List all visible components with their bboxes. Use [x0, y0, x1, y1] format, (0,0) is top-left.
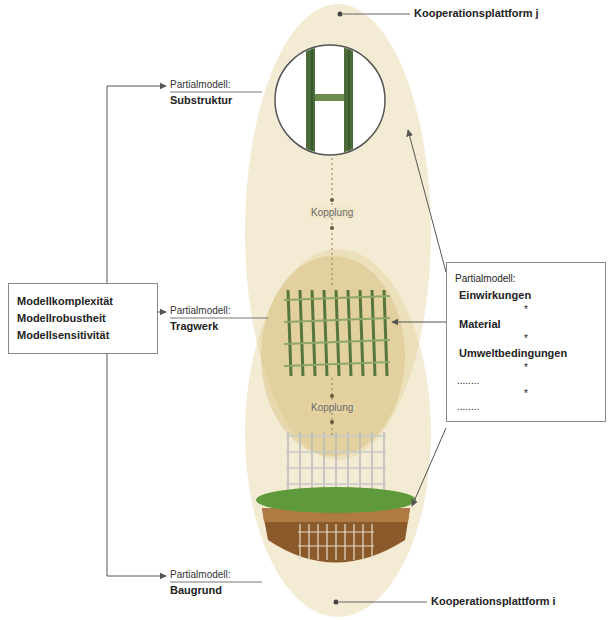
building-column	[287, 432, 289, 496]
leader-line	[339, 602, 427, 603]
box-heading: Partialmodell:	[455, 271, 597, 287]
building-floor	[286, 435, 386, 437]
structure-frame	[284, 290, 390, 496]
pile	[335, 524, 336, 560]
leader-line	[343, 14, 410, 15]
partial-model-label: Partialmodell: Baugrund	[166, 568, 235, 597]
building-column	[311, 432, 313, 496]
leader-dot	[338, 12, 343, 17]
structure-beam	[284, 296, 390, 300]
model-caption: Partialmodell:	[170, 568, 231, 581]
model-item: Material	[455, 316, 597, 332]
coupling-dot	[330, 226, 334, 230]
model-caption: Partialmodell:	[170, 304, 231, 317]
criterion: Modellrobustheit	[17, 310, 149, 327]
pointer-arrow	[392, 322, 446, 323]
building-column	[323, 432, 325, 496]
pile-cap	[298, 532, 374, 533]
coupling-zone	[261, 256, 405, 456]
pile-cap	[298, 546, 374, 547]
criterion: Modellkomplexität	[17, 293, 149, 310]
building-column	[359, 432, 361, 496]
building-column	[335, 432, 337, 496]
building-column	[371, 432, 373, 496]
coupling-label: Kopplung	[309, 402, 355, 413]
model-name: Substruktur	[170, 93, 232, 107]
structure-column	[312, 290, 315, 376]
leader-dot	[334, 600, 339, 605]
model-name: Tragwerk	[170, 319, 231, 333]
platform-ellipse	[245, 249, 431, 617]
connector-arrow	[107, 354, 166, 576]
partial-model-label: Partialmodell: Substruktur	[166, 78, 236, 107]
pile	[299, 524, 300, 560]
model-caption: Partialmodell:	[170, 78, 232, 91]
structure-column	[288, 290, 291, 376]
building-column	[383, 432, 385, 496]
structure-beam	[284, 318, 390, 322]
pile	[362, 524, 363, 560]
coupling-line	[332, 158, 333, 285]
building-floor	[286, 483, 386, 485]
coupling-dot	[330, 198, 334, 202]
pile	[317, 524, 318, 560]
pile	[344, 524, 345, 560]
pile	[371, 524, 372, 560]
criterion: Modellsensitivität	[17, 327, 149, 344]
connector-arrow	[158, 312, 166, 313]
substructure-detail	[275, 45, 385, 155]
structure-beam	[284, 340, 390, 344]
structure-column	[300, 290, 303, 376]
pile	[353, 524, 354, 560]
coupling-dot	[330, 420, 334, 424]
structure-column	[324, 290, 327, 376]
leader-line	[170, 318, 268, 319]
platform-label: Kooperationsplattform j	[414, 7, 539, 19]
partial-model-label: Partialmodell: Tragwerk	[166, 304, 235, 333]
connector-arrow	[107, 86, 166, 283]
building-column	[299, 432, 301, 496]
separator: *	[455, 303, 597, 316]
separator: *	[455, 332, 597, 345]
leader-line	[170, 582, 262, 583]
separator: *	[455, 361, 597, 374]
building-column	[347, 432, 349, 496]
building-floor	[286, 467, 386, 469]
separator: ........	[455, 400, 597, 413]
pointer-arrow	[412, 428, 446, 506]
structure-beam	[284, 362, 390, 366]
substructure-members	[306, 40, 353, 160]
pile	[308, 524, 309, 560]
ground-model	[256, 487, 416, 563]
model-name: Baugrund	[170, 583, 231, 597]
platform-label: Kooperationsplattform i	[431, 595, 556, 607]
pointer-arrow	[408, 130, 446, 272]
pile	[326, 524, 327, 560]
criteria-box: ModellkomplexitätModellrobustheitModells…	[8, 283, 158, 354]
leader-line	[170, 92, 262, 93]
coupling-label: Kopplung	[309, 207, 355, 218]
separator: ........	[455, 374, 597, 387]
building-floor	[286, 451, 386, 453]
model-item: Umweltbedingungen	[455, 345, 597, 361]
model-item: Einwirkungen	[455, 287, 597, 303]
separator: *	[455, 387, 597, 400]
coupling-dot	[330, 394, 334, 398]
partial-model-box: Partialmodell:Einwirkungen*Material*Umwe…	[446, 262, 606, 422]
